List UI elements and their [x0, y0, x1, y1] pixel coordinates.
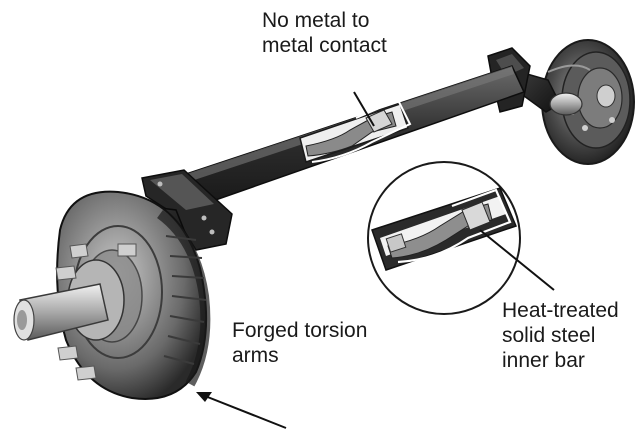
callout-torsion-arms: Forged torsion arms: [232, 318, 367, 368]
far-torsion-arm: [519, 70, 583, 116]
magnifier-inset: [367, 161, 521, 315]
callout-line: Heat-treated: [502, 299, 619, 322]
callout-line: No metal to: [262, 9, 370, 32]
leader-line-inner-bar: [479, 229, 555, 291]
callout-inner-bar: Heat-treated solid steel inner bar: [502, 298, 619, 373]
arrow-head-torsion-arms: [196, 392, 212, 402]
cutaway-window: [299, 98, 412, 163]
callout-no-metal-contact: No metal to metal contact: [262, 8, 387, 58]
callout-line: metal contact: [262, 34, 387, 57]
far-brake-drum: [541, 39, 635, 165]
callout-line: Forged torsion: [232, 319, 368, 342]
wheel-hub: [13, 243, 137, 381]
callout-line: solid steel: [502, 324, 596, 347]
callout-line: inner bar: [502, 349, 585, 372]
callout-line: arms: [232, 344, 279, 367]
near-mounting-bracket: [141, 169, 233, 251]
leader-line-torsion-arms: [199, 393, 287, 429]
leader-line-no-contact: [353, 91, 375, 127]
